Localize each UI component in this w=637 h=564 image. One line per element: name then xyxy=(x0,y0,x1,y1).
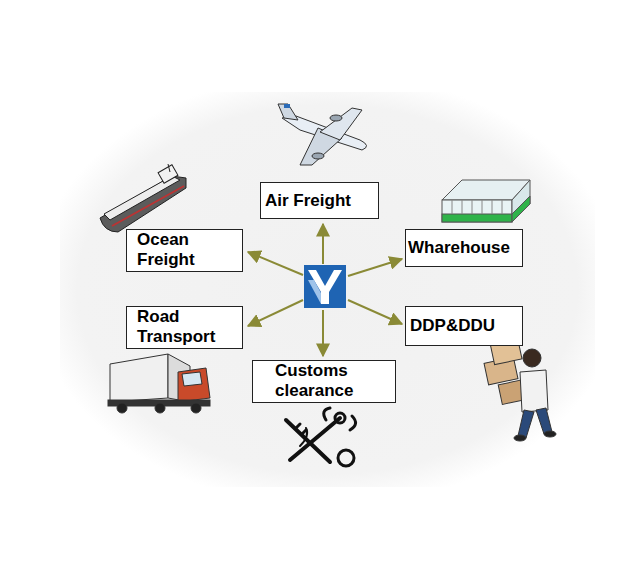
service-label: DDP&DDU xyxy=(410,316,519,336)
background-ground xyxy=(60,92,595,487)
warehouse-box: Wharehouse xyxy=(405,229,523,267)
delivery-person-icon xyxy=(484,337,556,441)
company-logo xyxy=(304,265,346,308)
truck-icon xyxy=(108,354,210,413)
service-label: Road Transport xyxy=(137,307,239,347)
warehouse-icon xyxy=(442,180,530,222)
customs-box: Customs clearance xyxy=(252,360,396,403)
service-label: Air Freight xyxy=(265,191,375,211)
road-transport-box: Road Transport xyxy=(126,306,243,349)
service-label: Ocean Freight xyxy=(137,230,239,270)
arrow-lines xyxy=(248,224,402,356)
ship-icon xyxy=(100,164,186,232)
service-label: Wharehouse xyxy=(408,238,519,258)
air-freight-box: Air Freight xyxy=(260,182,379,219)
customs-symbol xyxy=(286,408,356,466)
service-label: Customs clearance xyxy=(275,361,392,401)
airplane-icon xyxy=(278,104,367,165)
ocean-freight-box: Ocean Freight xyxy=(126,229,243,272)
ddp-ddu-box: DDP&DDU xyxy=(405,306,523,346)
